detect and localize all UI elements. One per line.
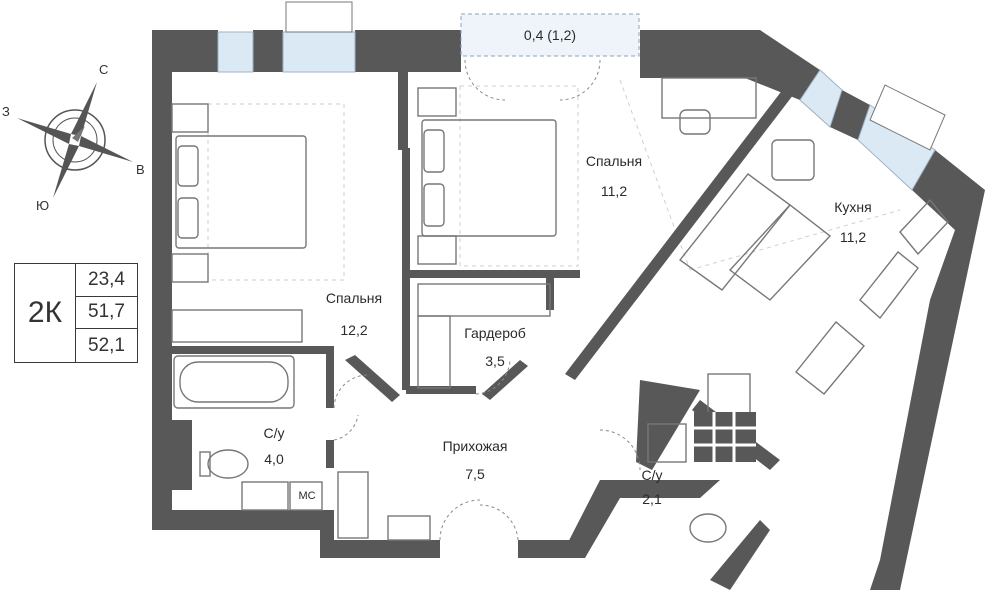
room-area: 7,5 [465, 466, 485, 482]
room-wardrobe: Гардероб 3,5 [450, 324, 540, 370]
toilet-icon [689, 513, 727, 543]
compass-icon [17, 82, 133, 198]
room-name: Прихожая [442, 438, 508, 454]
room-name: Спальня [325, 290, 383, 306]
room-bathroom-2: С/у 2,1 [622, 466, 682, 508]
furniture [171, 77, 949, 543]
apartment-type: 2К [27, 296, 63, 329]
balcony [285, 1, 946, 151]
area-with-balcony: 52,1 [88, 334, 125, 356]
room-bedroom-1: Спальня 12,2 [314, 289, 394, 339]
room-hallway: Прихожая 7,5 [430, 437, 520, 483]
room-area: 2,1 [642, 491, 662, 507]
sink-icon [241, 481, 289, 511]
room-bedroom-2: Спальня 11,2 [574, 152, 654, 200]
compass-east-label: В [136, 162, 145, 177]
room-name: Спальня [585, 153, 643, 169]
wardrobe-icon [171, 309, 303, 343]
apartment-summary: 2К 23,4 51,7 52,1 [14, 263, 138, 363]
table-icon [728, 204, 832, 301]
wardrobe-icon [417, 283, 551, 317]
bed-icon [421, 119, 557, 237]
doors [333, 59, 641, 541]
desk-icon [661, 77, 757, 119]
toilet-icon [207, 449, 249, 479]
walls [152, 30, 985, 590]
compass-west-label: З [2, 104, 10, 119]
room-name: Гардероб [464, 325, 526, 341]
room-area: 4,0 [264, 451, 284, 467]
stove-icon [795, 320, 865, 395]
room-name: С/у [641, 467, 663, 483]
shoe-rack-icon [337, 471, 369, 539]
area-total: 51,7 [76, 297, 137, 330]
radiator-icon [387, 515, 431, 541]
windows [217, 31, 936, 191]
balcony-label: 0,4 (1,2) [523, 27, 577, 43]
room-kitchen: Кухня 11,2 [818, 198, 888, 246]
sofa-icon [678, 173, 792, 291]
cooktop-icon [899, 198, 949, 256]
room-name: С/у [263, 425, 285, 441]
mc-label: МС [298, 490, 316, 502]
area-list: 23,4 51,7 52,1 [75, 264, 137, 362]
room-area: 11,2 [839, 229, 867, 245]
compass-north-label: С [99, 62, 109, 77]
ventilation-grid [694, 412, 756, 462]
area-living: 23,4 [76, 264, 137, 297]
room-area: 11,2 [600, 183, 628, 199]
room-name: Кухня [834, 199, 872, 215]
room-bathroom-1: С/у 4,0 [244, 424, 304, 468]
bathtub-icon [173, 355, 295, 409]
washer-icon [707, 373, 751, 415]
room-area: 12,2 [340, 322, 368, 338]
room-area: 3,5 [485, 353, 505, 369]
bed-icon [175, 135, 307, 249]
compass-south-label: Ю [36, 198, 50, 213]
armchair-icon [771, 139, 815, 181]
